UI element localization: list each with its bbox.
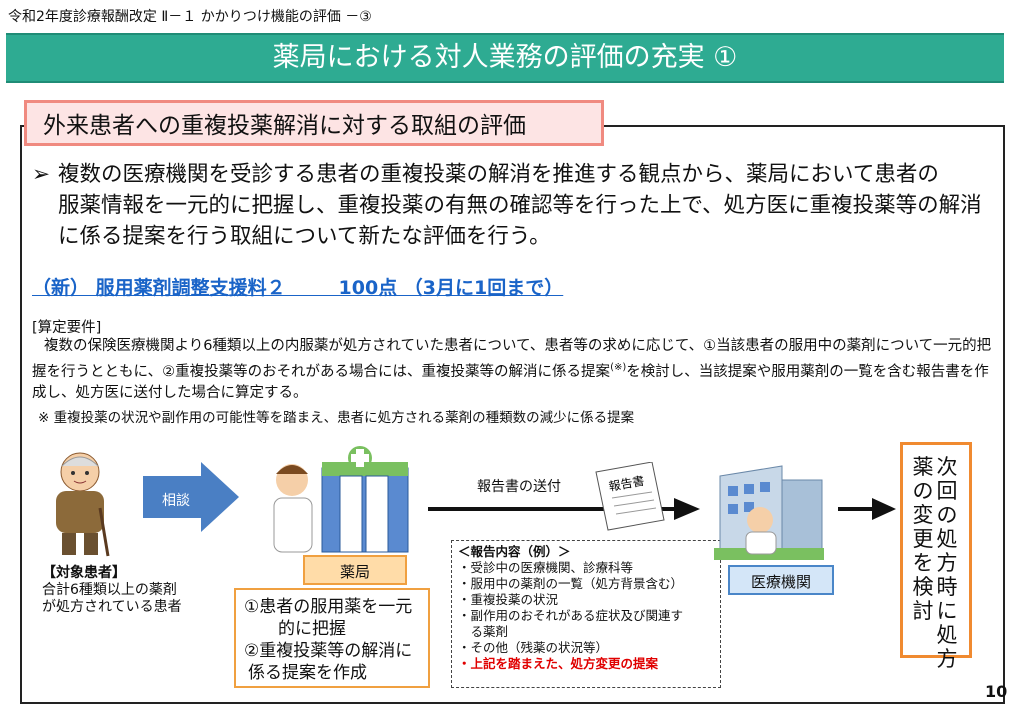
report-item: ・服用中の薬剤の一覧（処方背景含む）: [458, 576, 684, 591]
result-col-1-text: 次回の処方時に処方: [936, 455, 958, 671]
pharmacy-item-2: ②重複投薬等の解消に: [244, 641, 413, 661]
page-title: 薬局における対人業務の評価の充実 ①: [6, 33, 1004, 83]
patient-title: 【対象患者】: [42, 565, 126, 581]
elderly-patient-icon: [56, 452, 110, 557]
result-box: 次回の処方時に処方 薬の変更を検討: [900, 442, 972, 671]
report-send-label: 報告書の送付: [477, 479, 561, 495]
lead-line-1: 複数の医療機関を受診する患者の重複投薬の解消を推進する観点から、薬局において患者…: [58, 162, 939, 187]
report-red-item: ・上記を踏まえた、処方変更の提案: [458, 656, 659, 671]
hospital-doctor-icon: [714, 465, 824, 560]
result-col-2-text: 薬の変更を検討: [912, 455, 934, 623]
report-item: ・その他（残薬の状況等）: [458, 640, 609, 655]
pharmacy-item-1: ①患者の服用薬を一元: [244, 597, 413, 617]
report-item: る薬剤: [458, 624, 509, 639]
result-arrow-icon: [838, 498, 896, 520]
consult-label: 相談: [162, 493, 190, 509]
result-col-2: 薬の変更を検討: [911, 455, 935, 623]
target-patient-label: 【対象患者】 合計6種類以上の薬剤 が処方されている患者: [42, 565, 182, 616]
result-col-1: 次回の処方時に処方: [935, 455, 959, 671]
report-contents-box: ＜報告内容（例）＞ ・受診中の医療機関、診療科等 ・服用中の薬剤の一覧（処方背景…: [451, 540, 721, 688]
report-item: ・重複投薬の状況: [458, 592, 559, 607]
report-document-icon: 報告書: [595, 462, 665, 531]
pharmacy-building-icon: [273, 446, 409, 553]
patient-line-2: が処方されている患者: [42, 599, 182, 615]
top-label: 令和2年度診療報酬改定 Ⅱ－１ かかりつけ機能の評価 －③: [8, 9, 372, 25]
requirements-text: 複数の保険医療機関より6種類以上の内服薬が処方されていた患者について、患者等の求…: [32, 338, 992, 380]
requirements-title: [算定要件]: [32, 320, 102, 336]
section-heading: 外来患者への重複投薬解消に対する取組の評価: [24, 100, 604, 146]
pharmacy-item-1b: 的に把握: [278, 619, 346, 639]
patient-line-1: 合計6種類以上の薬剤: [42, 582, 177, 598]
report-item: ・副作用のおそれがある症状及び関連す: [458, 608, 684, 623]
pharmacy-label: 薬局: [303, 555, 407, 585]
bullet-arrow-icon: ➢: [32, 162, 51, 187]
fee-line: （新） 服用薬剤調整支援料２ 100点 （3月に1回まで）: [32, 277, 564, 299]
lead-paragraph: ➢ 複数の医療機関を受診する患者の重複投薬の解消を推進する観点から、薬局において患…: [32, 159, 992, 252]
requirements-body: 複数の保険医療機関より6種類以上の内服薬が処方されていた患者について、患者等の求…: [32, 336, 998, 404]
report-item: ・受診中の医療機関、診療科等: [458, 560, 634, 575]
hospital-label: 医療機関: [728, 565, 834, 595]
consult-arrow-icon: [143, 462, 239, 532]
lead-line-rest: 服薬情報を一元的に把握し、重複投薬の有無の確認等を行った上で、処方医に重複投薬等…: [58, 193, 982, 249]
page-number: 10: [985, 682, 1008, 701]
note: ※ 重複投薬の状況や副作用の可能性等を踏まえ、患者に処方される薬剤の種類数の減少…: [38, 410, 635, 426]
pharmacy-actions-box: ①患者の服用薬を一元 的に把握 ②重複投薬等の解消に 係る提案を作成: [234, 588, 430, 688]
report-title: ＜報告内容（例）＞: [458, 544, 571, 559]
requirements-tail: を検討し、当該提案や服用薬剤の一覧を含む報告書を作成し、処方医に送付した場合に算…: [32, 363, 989, 401]
pharmacy-item-2b: 係る提案を作成: [248, 663, 367, 683]
report-doc-label: 報告書: [608, 474, 646, 494]
requirements-mark: (※): [610, 362, 627, 373]
